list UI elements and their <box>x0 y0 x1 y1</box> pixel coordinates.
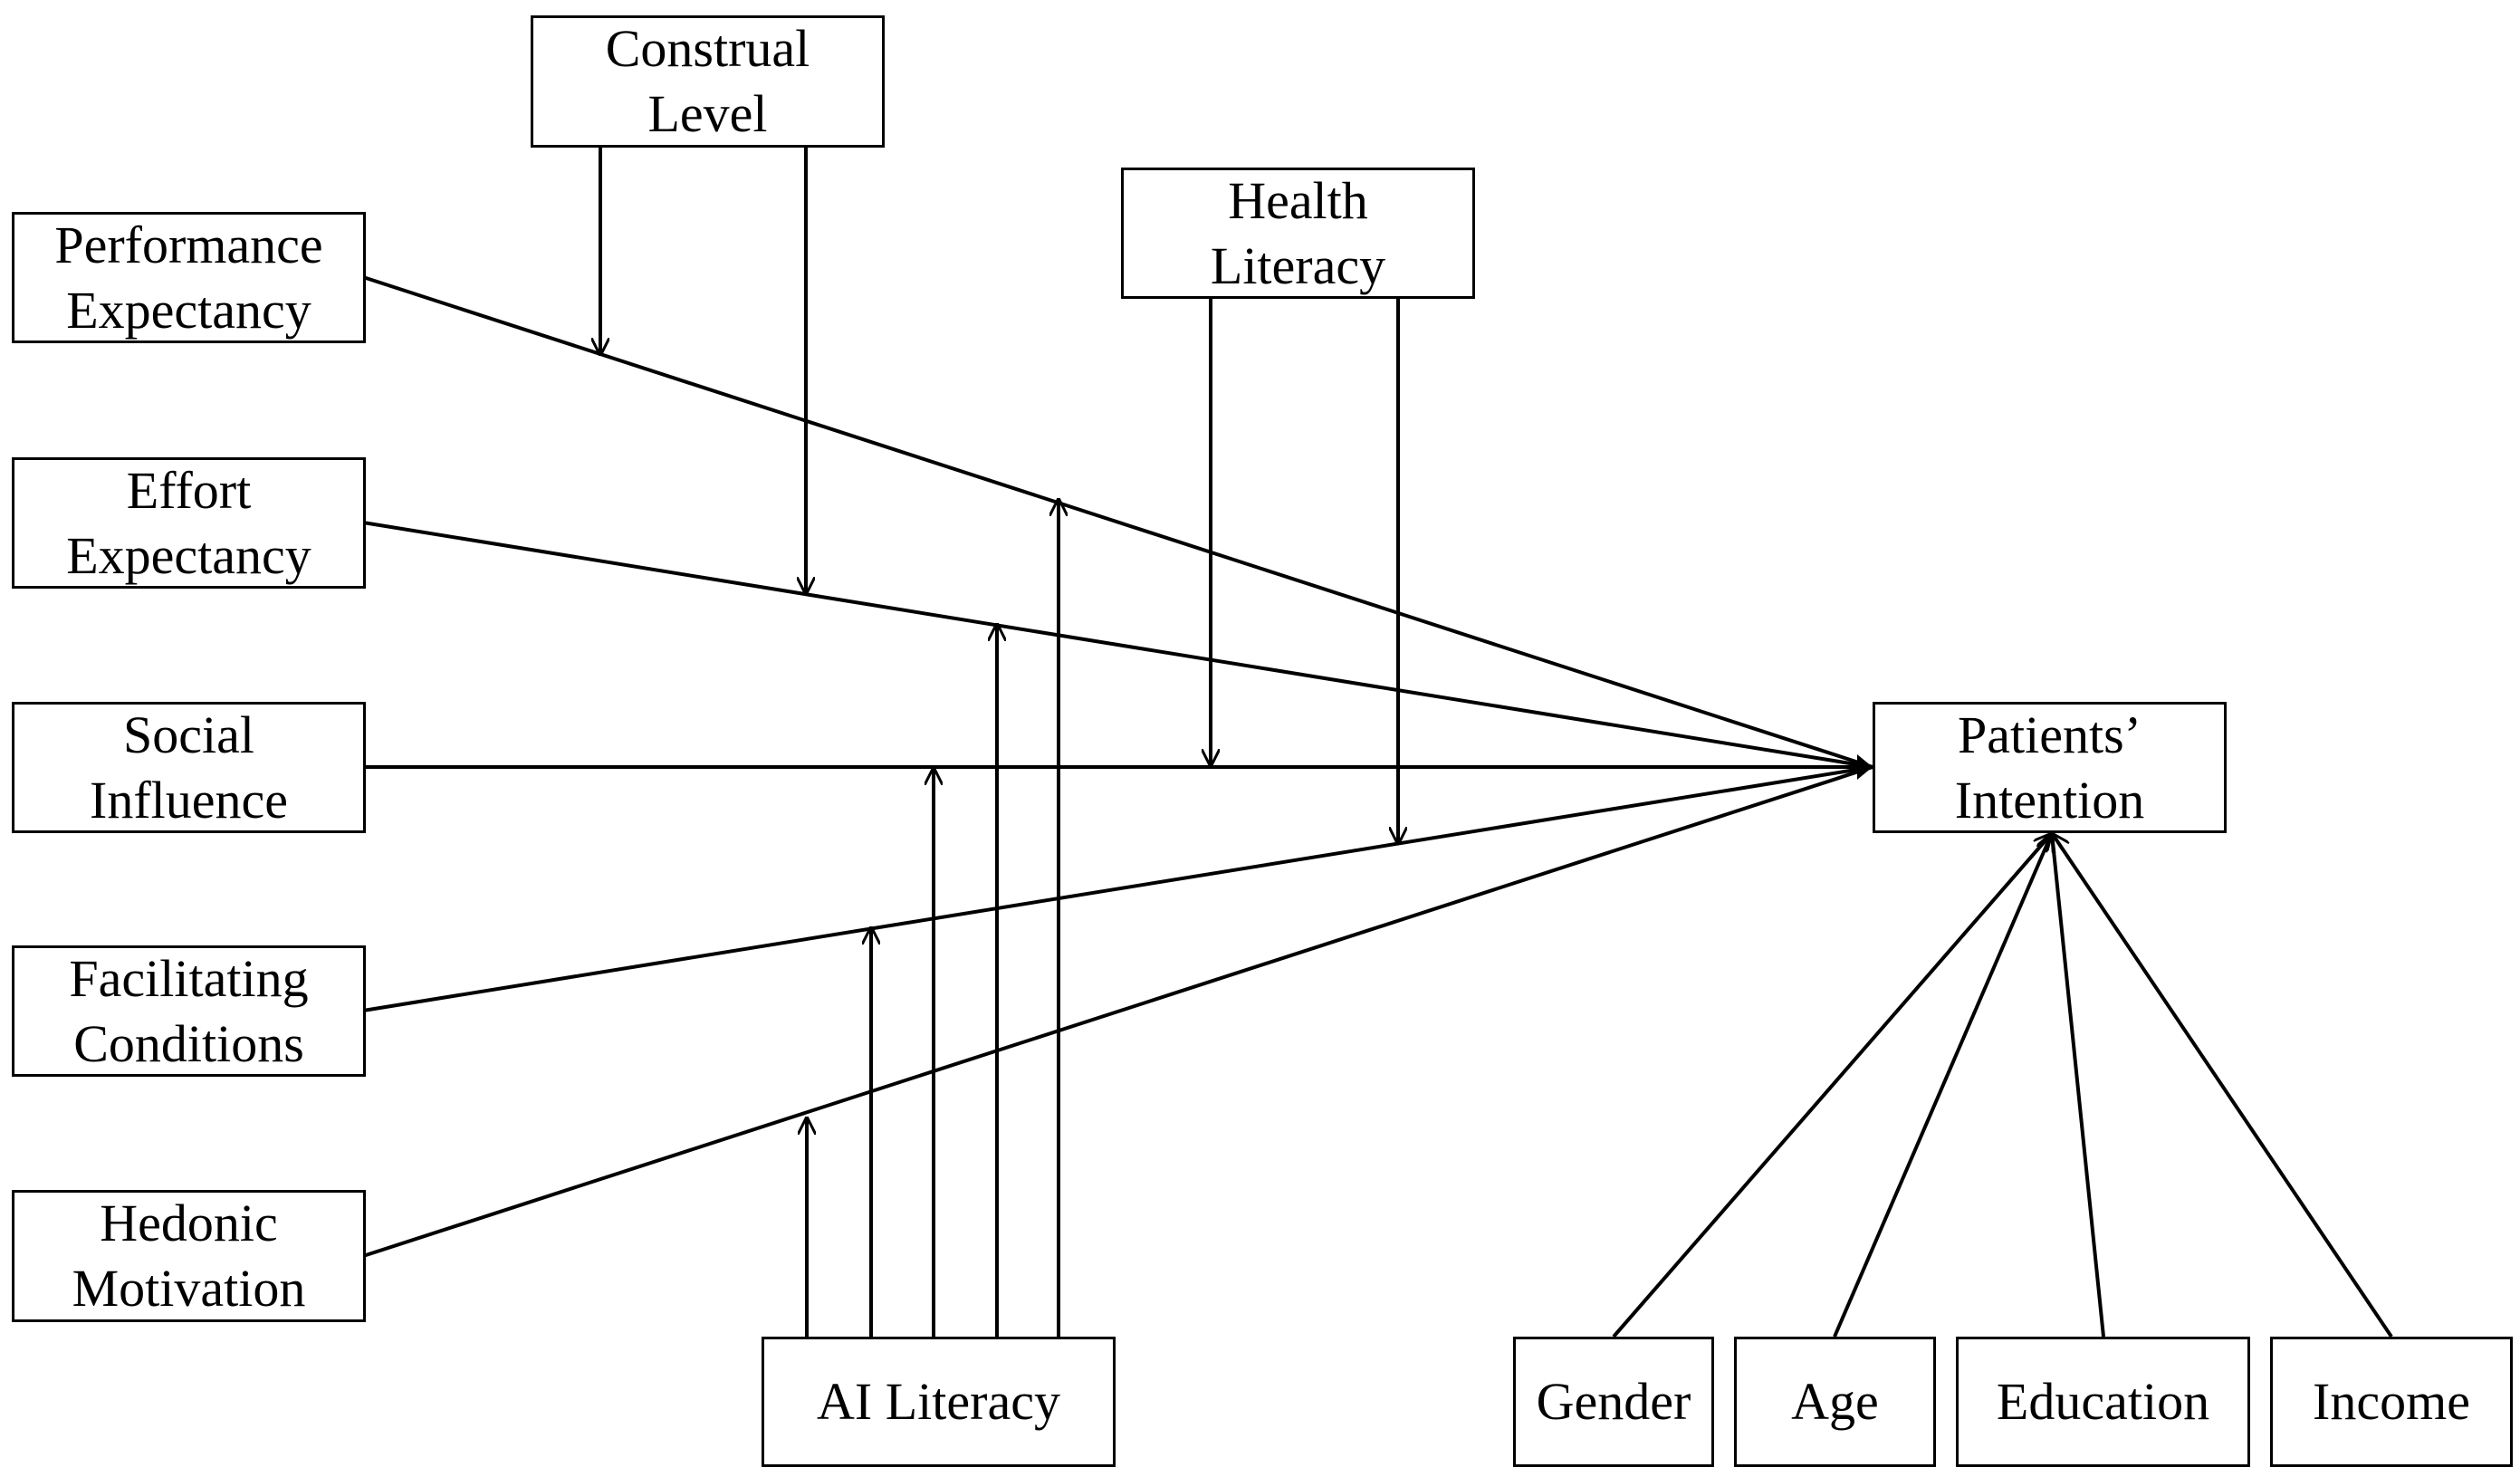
hedonic-motivation-line-2: Motivation <box>72 1259 306 1318</box>
patients-intention-box: Patients’ Intention <box>1873 702 2227 833</box>
effort-expectancy-box: Effort Expectancy <box>12 457 366 589</box>
gender-box: Gender <box>1513 1337 1714 1467</box>
age-label: Age <box>1791 1372 1879 1431</box>
social-influence-line-2: Influence <box>90 770 288 830</box>
health-literacy-line-1: Health <box>1228 170 1368 230</box>
control-age-to-intention <box>1833 833 2052 1338</box>
hedonic-motivation-line-1: Hedonic <box>100 1194 278 1252</box>
social-influence-line-1: Social <box>123 705 254 764</box>
income-label: Income <box>2313 1372 2470 1431</box>
gender-label: Gender <box>1536 1372 1691 1431</box>
path-effort-to-intention <box>362 521 1873 769</box>
income-box: Income <box>2270 1337 2513 1467</box>
effort-expectancy-line-1: Effort <box>126 460 252 520</box>
performance-expectancy-box: Performance Expectancy <box>12 212 366 343</box>
ai-literacy-label: AI Literacy <box>817 1372 1060 1431</box>
facilitating-conditions-box: Facilitating Conditions <box>12 945 366 1077</box>
construal-level-line-1: Construal <box>605 19 810 78</box>
patients-intention-line-1: Patients’ <box>1958 705 2142 764</box>
age-box: Age <box>1734 1337 1936 1467</box>
effort-expectancy-line-2: Expectancy <box>66 525 311 585</box>
patients-intention-line-2: Intention <box>1954 770 2145 830</box>
construal-level-line-2: Level <box>647 84 768 143</box>
performance-expectancy-line-1: Performance <box>54 215 323 274</box>
construal-level-box: Construal Level <box>531 15 885 148</box>
path-facilitating-to-intention <box>362 765 1873 1012</box>
path-performance-to-intention <box>362 275 1873 769</box>
facilitating-conditions-line-2: Conditions <box>73 1013 304 1073</box>
facilitating-conditions-line-1: Facilitating <box>69 948 309 1008</box>
health-literacy-box: Health Literacy <box>1121 168 1475 299</box>
education-box: Education <box>1956 1337 2250 1467</box>
hedonic-motivation-box: Hedonic Motivation <box>12 1190 366 1322</box>
path-hedonic-to-intention <box>362 765 1873 1258</box>
education-label: Education <box>1996 1372 2210 1431</box>
control-education-to-intention <box>2052 833 2105 1338</box>
convergence-arrowhead <box>1857 754 1873 780</box>
social-influence-box: Social Influence <box>12 702 366 833</box>
ai-literacy-box: AI Literacy <box>762 1337 1116 1467</box>
performance-expectancy-line-2: Expectancy <box>66 280 311 340</box>
control-income-to-intention <box>2052 833 2393 1338</box>
control-gender-to-intention <box>1612 833 2052 1338</box>
health-literacy-line-2: Literacy <box>1210 235 1386 295</box>
